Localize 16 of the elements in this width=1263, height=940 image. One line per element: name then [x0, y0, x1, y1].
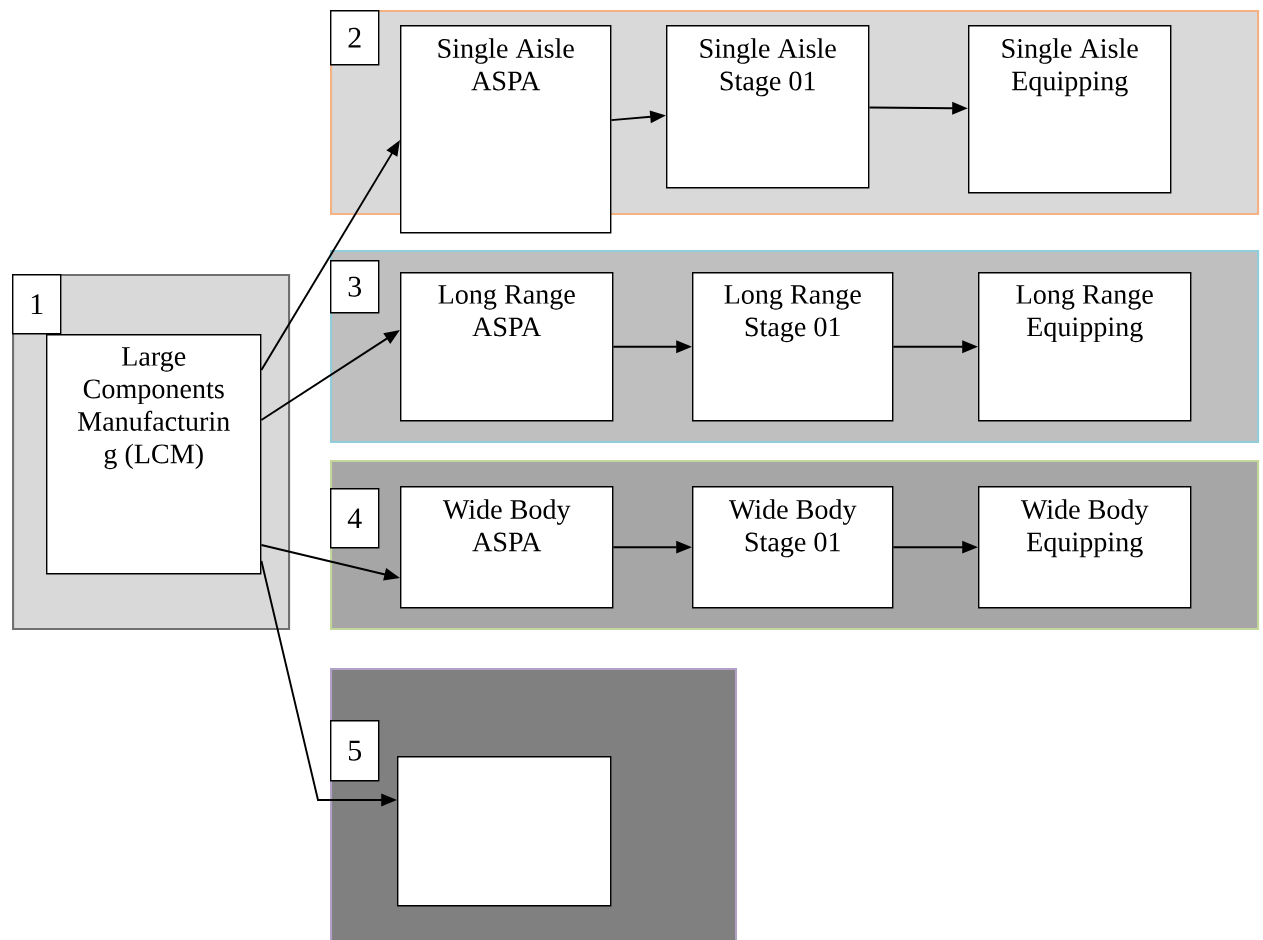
number-box: 3: [330, 260, 380, 314]
process-box: Wide Body ASPA: [400, 486, 614, 609]
number-box: 4: [330, 488, 380, 549]
process-box: Wide Body Stage 01: [692, 486, 894, 609]
process-box: Long Range ASPA: [400, 272, 614, 422]
empty-box: [397, 756, 612, 907]
process-box: Long Range Stage 01: [692, 272, 894, 422]
process-box: Single Aisle Stage 01: [666, 25, 870, 189]
process-box: Large Components Manufacturin g (LCM): [46, 334, 262, 575]
number-box: 1: [12, 274, 62, 335]
process-box: Single Aisle ASPA: [400, 25, 612, 234]
number-box: 5: [330, 720, 380, 782]
process-box: Long Range Equipping: [978, 272, 1192, 422]
number-box: 2: [330, 10, 380, 66]
process-box: Wide Body Equipping: [978, 486, 1192, 609]
process-box: Single Aisle Equipping: [968, 25, 1172, 194]
